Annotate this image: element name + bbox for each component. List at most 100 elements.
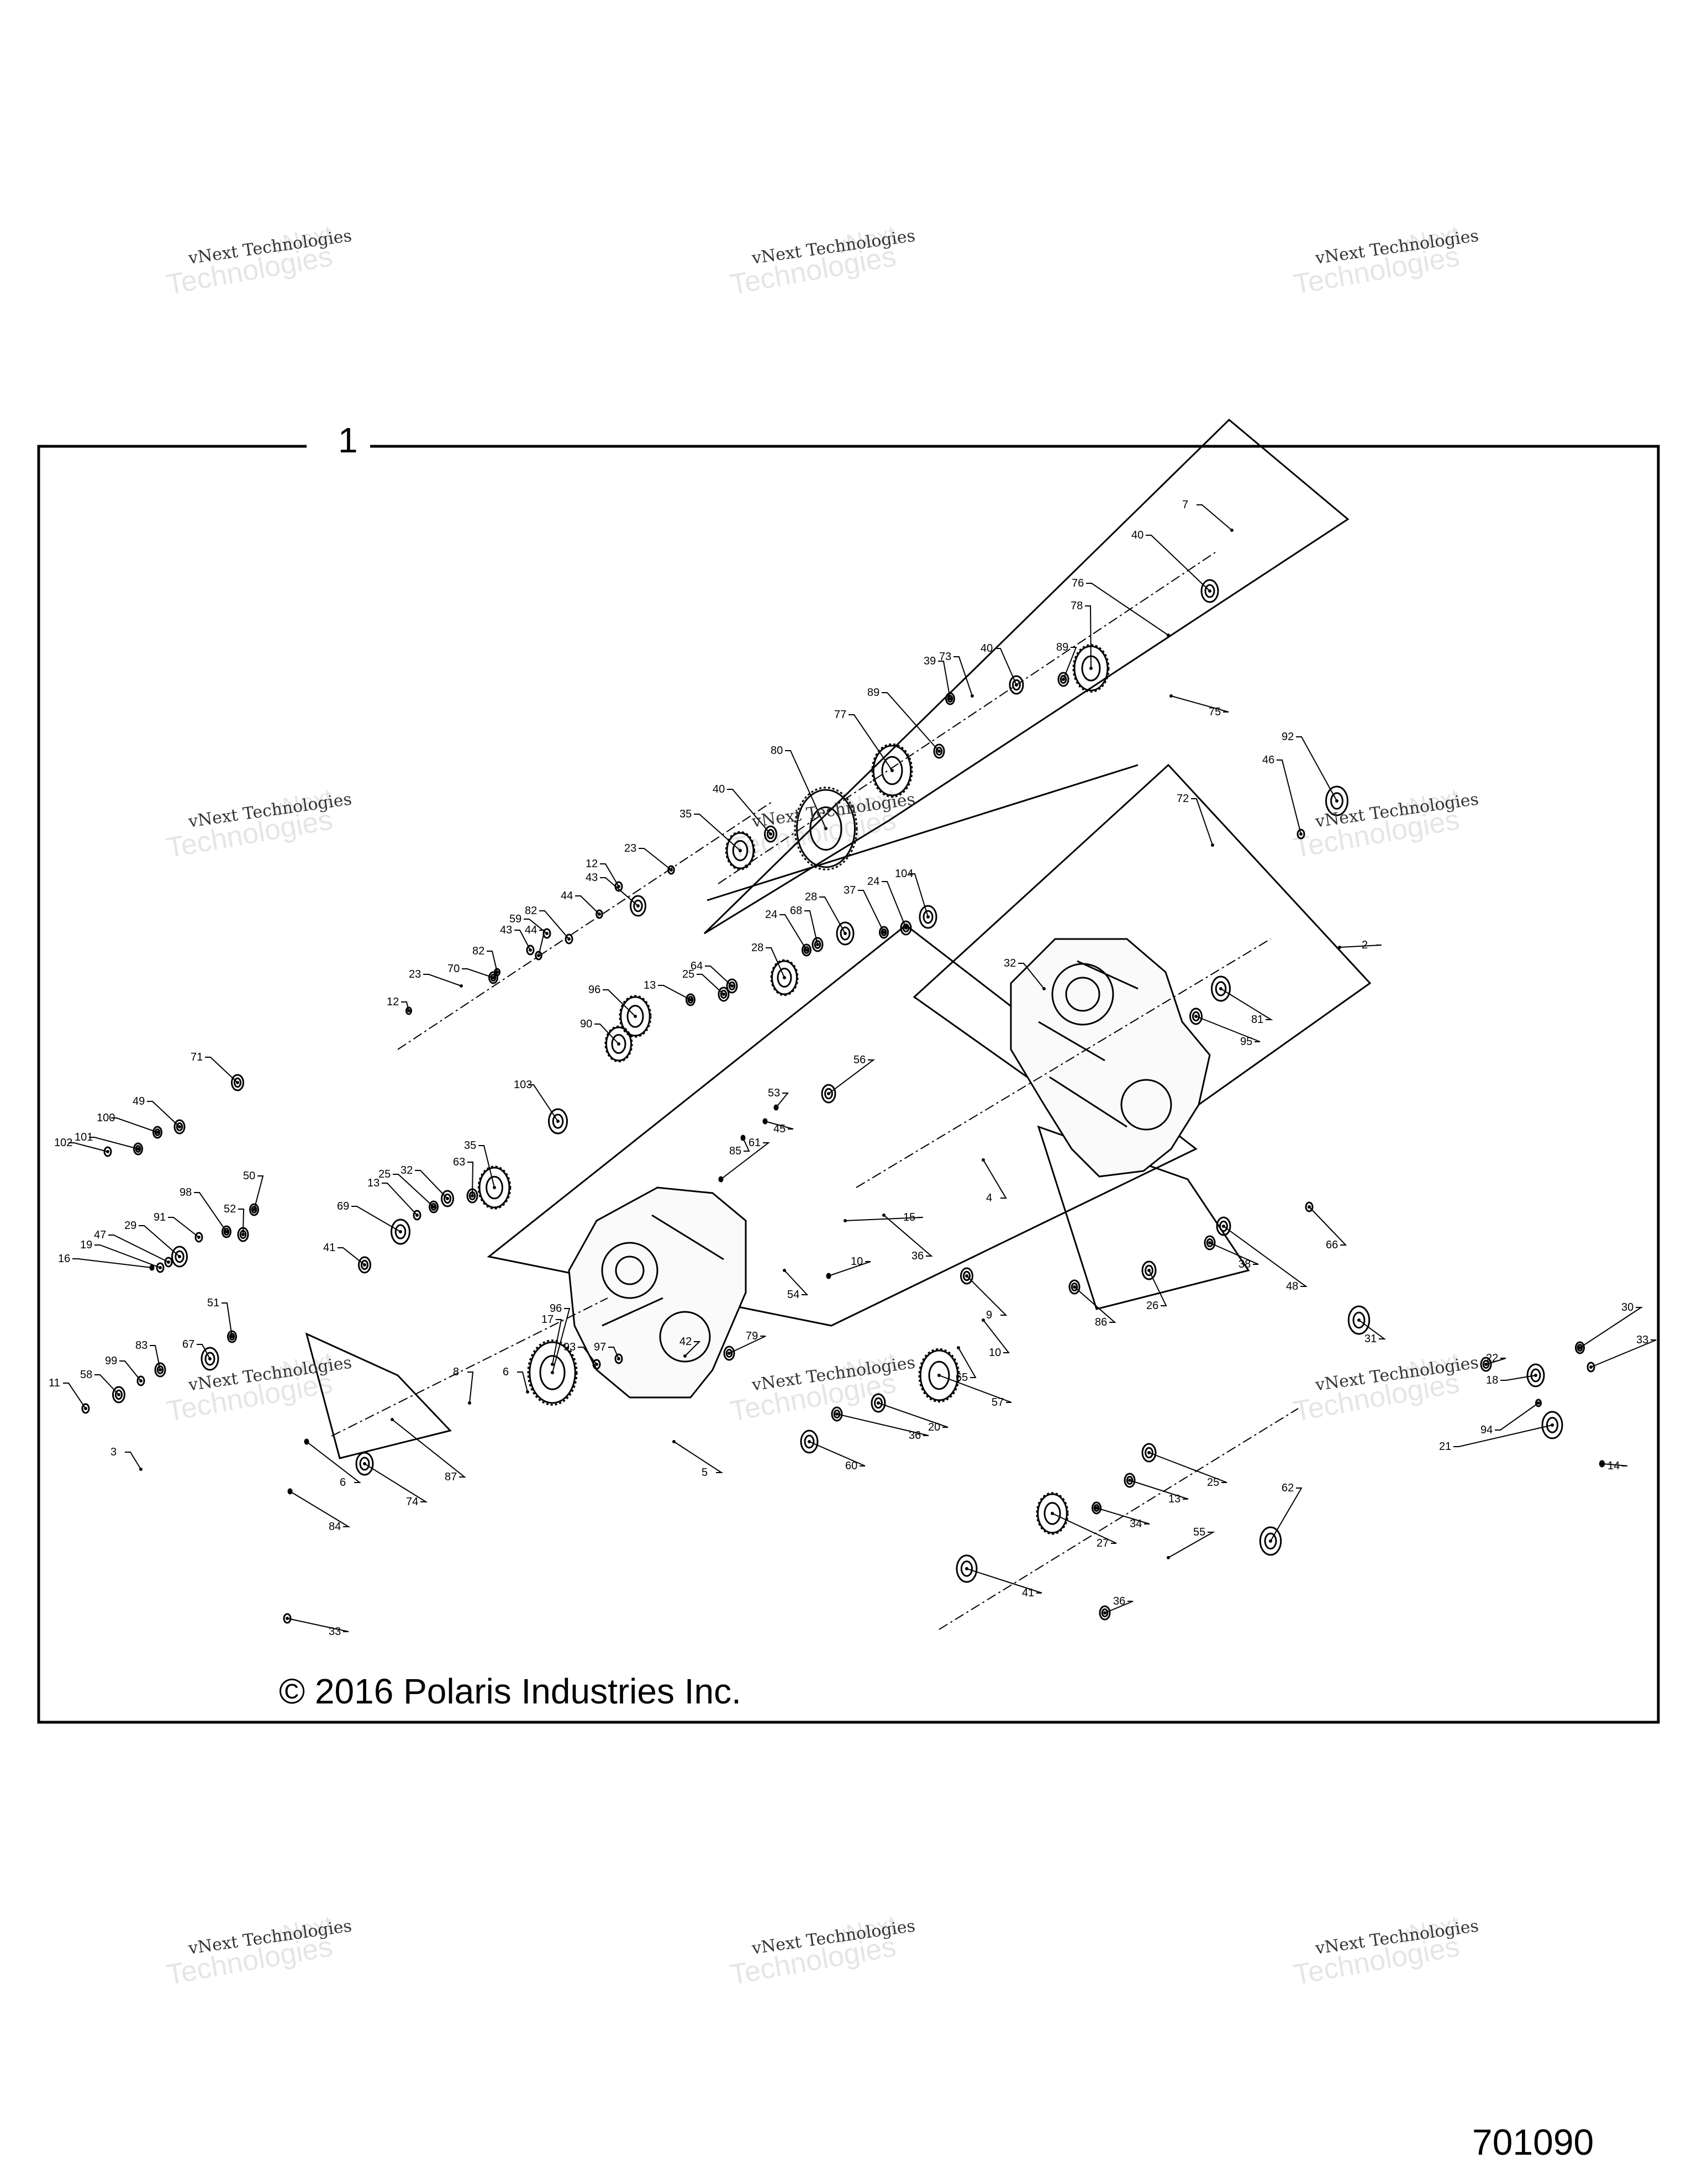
- leader-line: [1453, 1425, 1553, 1447]
- part-outer-ring: [1535, 1399, 1542, 1407]
- part-outer-ring: [686, 993, 695, 1006]
- callout-label: 83: [135, 1339, 147, 1352]
- callout-label: 14: [1608, 1460, 1620, 1472]
- leader-tip: [689, 998, 692, 1001]
- leader-tip: [783, 976, 786, 979]
- leader-line: [939, 1375, 1012, 1403]
- callout-label: 24: [867, 875, 879, 888]
- part-outer-ring: [81, 1403, 90, 1414]
- callout-label: 41: [323, 1242, 335, 1254]
- leader-tip: [391, 1418, 394, 1421]
- leader-tip: [159, 1266, 162, 1269]
- leader-tip: [150, 1266, 154, 1269]
- part-inner-ring: [1219, 1220, 1228, 1232]
- callout-label: 69: [337, 1200, 349, 1212]
- leader-line: [238, 1209, 245, 1235]
- part-glyph: [81, 1403, 90, 1414]
- leader-tip: [1167, 1556, 1170, 1559]
- part-outer-ring: [488, 971, 498, 984]
- part-outer-ring: [1541, 1411, 1563, 1439]
- callout-label: 47: [94, 1229, 106, 1241]
- leader-line: [673, 1441, 724, 1473]
- leader-line: [382, 1183, 418, 1216]
- leader-line: [287, 1618, 349, 1632]
- part-inner-ring: [725, 1348, 733, 1358]
- part-outer-ring: [796, 789, 856, 868]
- part-outer-ring: [133, 1142, 143, 1156]
- leader-tip: [468, 1401, 471, 1405]
- part-gear-teeth: [725, 831, 756, 871]
- part-gear-teeth: [527, 1339, 578, 1406]
- callout-label: 40: [1131, 529, 1143, 541]
- callout-label: 61: [749, 1137, 761, 1149]
- part-glyph: [1216, 1216, 1231, 1236]
- leader-tip: [617, 885, 620, 888]
- callout-label: 58: [80, 1369, 92, 1381]
- part-glyph: [802, 943, 811, 957]
- part-glyph: [879, 926, 889, 939]
- leader-line: [338, 1247, 365, 1265]
- leader-line: [1129, 1480, 1189, 1500]
- part-outer-ring: [723, 1346, 735, 1361]
- part-inner-ring: [223, 1228, 230, 1236]
- leader-tip: [1062, 678, 1065, 681]
- leader-tip: [827, 1274, 830, 1278]
- leader-tip: [965, 1274, 968, 1278]
- leader-tip: [1095, 1506, 1098, 1510]
- leader-line: [804, 910, 818, 945]
- watermark: vNext vNext Technologies Technologies: [164, 1347, 387, 1442]
- part-glyph: [933, 743, 945, 759]
- leader-tip: [882, 931, 886, 934]
- leader-line: [697, 974, 724, 995]
- part-outer-ring: [413, 1210, 421, 1221]
- part-inner-ring: [1577, 1344, 1583, 1352]
- callout-label: 38: [1239, 1258, 1251, 1270]
- part-glyph: [900, 920, 912, 936]
- part-glyph: [355, 1452, 374, 1476]
- leader-tip: [1208, 589, 1211, 593]
- leader-line: [828, 1059, 875, 1094]
- watermark: vNext vNext Technologies Technologies: [1291, 220, 1514, 315]
- callout-label: 68: [790, 905, 802, 917]
- part-outer-ring: [919, 905, 937, 929]
- part-outer-ring: [1259, 1526, 1282, 1556]
- leader-line: [995, 648, 1017, 685]
- part-outer-ring: [1325, 785, 1348, 816]
- callout-label: 34: [1130, 1518, 1142, 1530]
- leader-line: [1579, 1307, 1643, 1348]
- part-outer-ring: [630, 895, 646, 917]
- leader-tip: [84, 1407, 87, 1410]
- leader-tip: [1073, 1285, 1076, 1289]
- leader-tip: [1308, 1205, 1311, 1209]
- leader-line: [603, 989, 636, 1017]
- callout-label: 7: [1182, 499, 1188, 511]
- leader-tip: [1051, 1512, 1054, 1515]
- part-inner-ring: [1071, 1282, 1078, 1292]
- part-glyph: [358, 1256, 371, 1274]
- part-inner-ring: [251, 1206, 257, 1214]
- callout-label: 30: [1621, 1301, 1633, 1313]
- leader-line: [600, 877, 639, 906]
- part-outer-ring: [960, 1267, 973, 1285]
- part-glyph: [956, 1554, 978, 1583]
- callout-label: 85: [729, 1145, 741, 1157]
- callout-label: 43: [500, 924, 512, 936]
- callout-label: 101: [75, 1131, 93, 1143]
- part-glyph: [1575, 1341, 1585, 1354]
- leader-tip: [1015, 683, 1018, 687]
- leader-tip: [1484, 1363, 1488, 1366]
- callout-label: 36: [909, 1429, 921, 1442]
- part-outer-ring: [1141, 1260, 1157, 1280]
- part-inner-ring: [176, 1122, 183, 1132]
- callout-label: 57: [992, 1396, 1004, 1408]
- callout-label: 13: [644, 979, 656, 991]
- leader-line: [1277, 759, 1301, 835]
- callout-label: 10: [851, 1255, 863, 1268]
- part-outer-ring: [956, 1554, 978, 1583]
- callout-label: 65: [956, 1371, 968, 1384]
- leader-line: [705, 966, 732, 987]
- part-outer-ring: [173, 1119, 186, 1135]
- leader-line: [487, 951, 498, 973]
- callout-label: 39: [924, 655, 936, 667]
- leader-line: [828, 1261, 871, 1276]
